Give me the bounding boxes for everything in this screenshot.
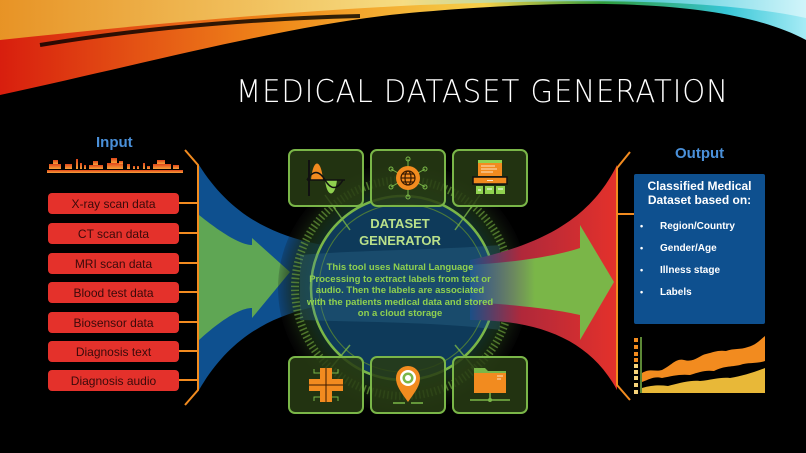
output-item-illness-stage: •Illness stage (640, 264, 721, 276)
input-item-ct: CT scan data (48, 223, 179, 244)
globe-network-icon (388, 156, 428, 200)
tile-network-folder (452, 356, 528, 414)
output-criteria-list: •Region/Country •Gender/Age •Illness sta… (634, 215, 765, 303)
generator-title: DATASET GENERATOR (359, 216, 441, 248)
output-panel: Classified Medical Dataset based on: •Re… (634, 174, 765, 324)
input-item-xray: X-ray scan data (48, 193, 179, 214)
input-item-mri: MRI scan data (48, 253, 179, 274)
audio-bars-icon (47, 158, 183, 173)
input-item-diagnosis-text: Diagnosis text (48, 341, 179, 362)
output-heading: Classified Medical Dataset based on: (647, 179, 752, 207)
generator-description: This tool uses Natural Language Processi… (306, 262, 494, 319)
input-item-diagnosis-audio: Diagnosis audio (48, 370, 179, 391)
location-pin-icon (393, 366, 423, 404)
output-item-gender-age: •Gender/Age (640, 242, 717, 254)
header-swoosh-decoration (0, 0, 806, 95)
slide-title: MEDICAL DATASET GENERATION (236, 74, 729, 110)
output-item-labels: •Labels (640, 286, 692, 298)
output-item-region: •Region/Country (640, 220, 735, 232)
tile-waveform (288, 149, 364, 207)
waveform-icon (306, 160, 345, 196)
tile-medical-cross (288, 356, 364, 414)
input-item-biosensor: Biosensor data (48, 312, 179, 333)
tile-globe-network (370, 149, 446, 207)
output-label: Output (675, 145, 725, 162)
tile-dashboard (452, 149, 528, 207)
network-folder-icon (470, 368, 510, 402)
medical-cross-circuit-icon (309, 368, 343, 402)
input-label: Input (96, 134, 133, 151)
dashboard-icon (472, 160, 508, 194)
input-item-blood-test: Blood test data (48, 282, 179, 303)
tile-location-pin (370, 356, 446, 414)
